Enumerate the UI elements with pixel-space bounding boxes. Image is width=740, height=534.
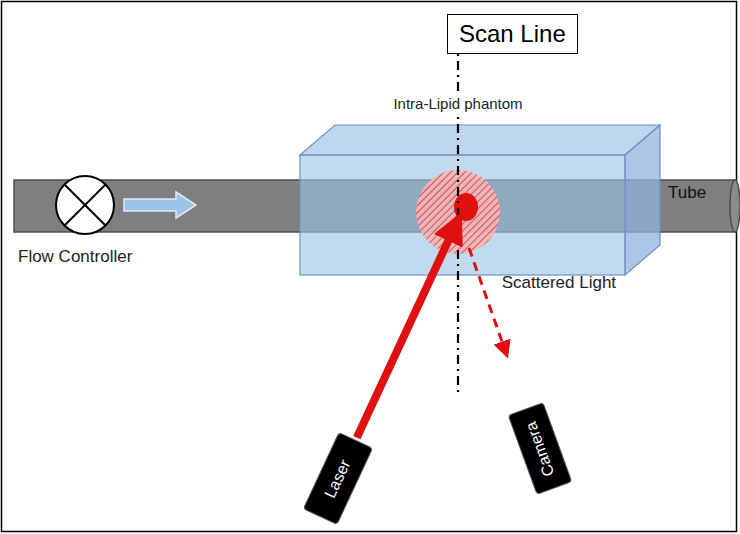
scattered-light-arrow [469, 248, 506, 354]
flow-arrow [124, 192, 196, 218]
phantom-front [300, 155, 625, 275]
edge-label: Scattered Light [502, 273, 616, 293]
part-label: Tube [668, 183, 706, 203]
laser-beam [357, 222, 457, 438]
camera-box: Camera [508, 402, 573, 495]
flow-controller: Flow Controller [55, 175, 115, 235]
scan-line [457, 40, 459, 392]
node-text: Camera [522, 418, 558, 478]
node-text: Scan Line [459, 20, 566, 48]
phantom-box: Intra-Lipid phantom [300, 155, 625, 275]
laser-box: Laser [303, 431, 373, 524]
tube-end [730, 180, 740, 232]
node-text: Intra-Lipid phantom [391, 95, 524, 112]
valve-symbol [55, 175, 115, 235]
phantom-top [300, 125, 660, 155]
scan-line-box: Scan Line [447, 14, 578, 54]
node-text: Flow Controller [18, 247, 132, 267]
phantom-side [625, 125, 660, 275]
node-text: Laser [321, 456, 354, 500]
